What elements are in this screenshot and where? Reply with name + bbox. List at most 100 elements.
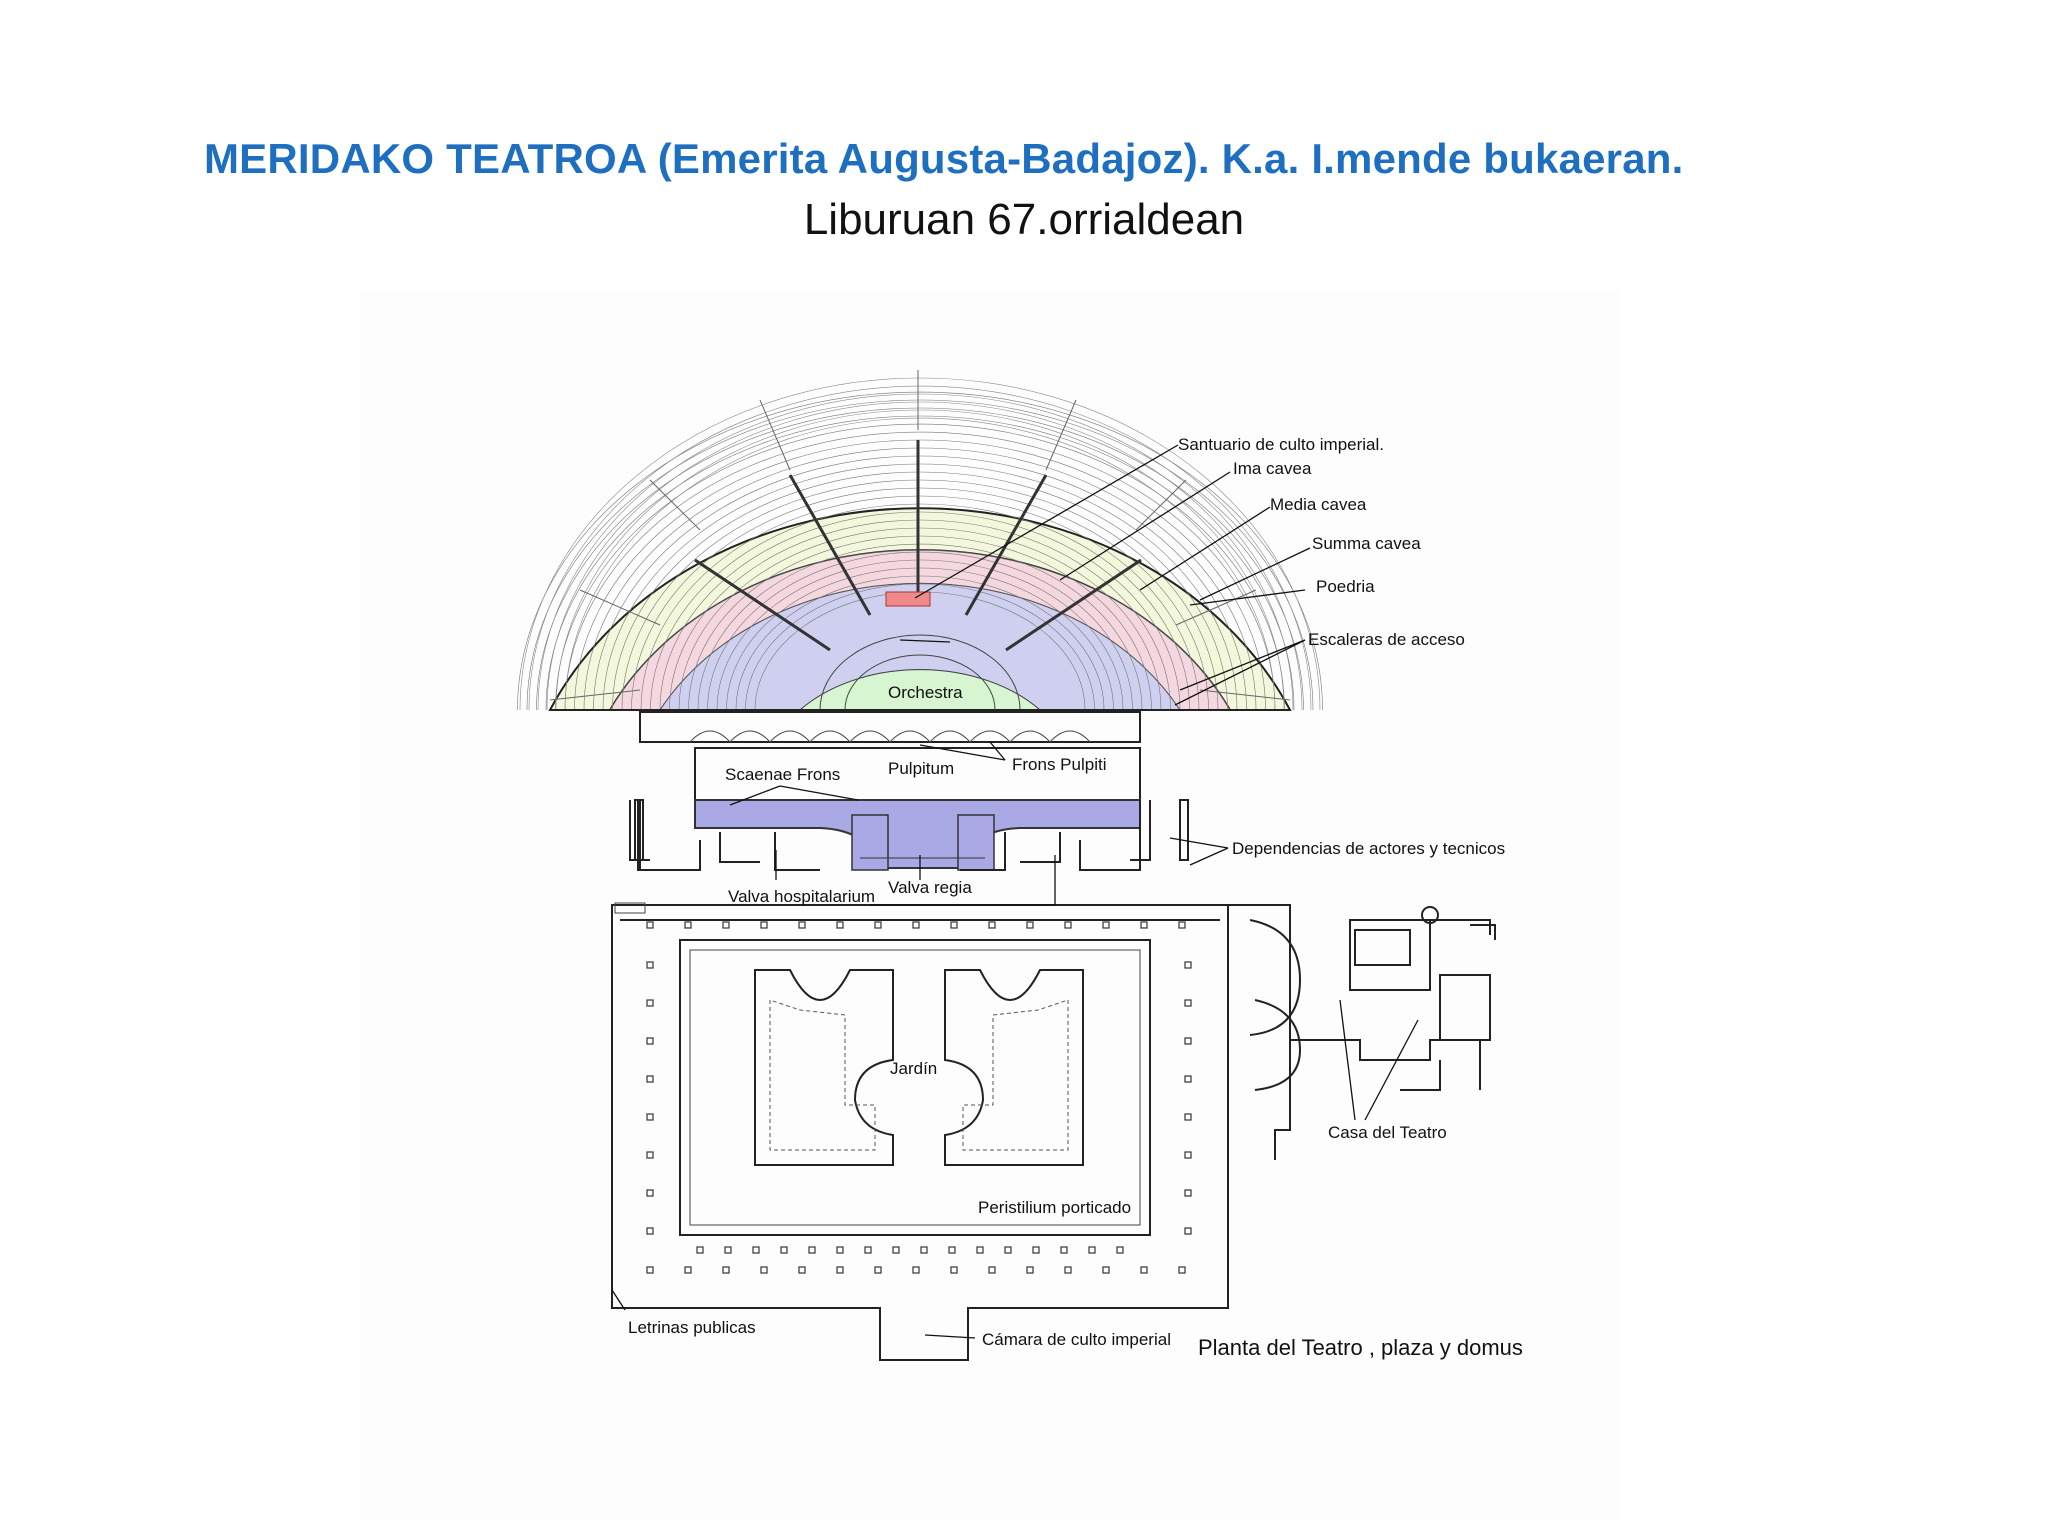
seating-row bbox=[659, 511, 1181, 711]
column bbox=[950, 921, 958, 929]
column bbox=[836, 1266, 844, 1274]
column bbox=[1116, 1246, 1124, 1254]
seating-row bbox=[726, 567, 1114, 711]
column bbox=[646, 1266, 654, 1274]
label-planta: Planta del Teatro , plaza y domus bbox=[1198, 1335, 1523, 1360]
seating-row bbox=[735, 575, 1105, 711]
casa-del-teatro bbox=[1228, 904, 1496, 1160]
column bbox=[864, 1246, 872, 1254]
seating-row bbox=[602, 463, 1238, 711]
seating-rows bbox=[517, 377, 1323, 711]
sanctuary bbox=[885, 591, 931, 607]
orchestra bbox=[798, 669, 1042, 711]
column bbox=[1184, 1227, 1192, 1235]
column bbox=[646, 1189, 654, 1197]
column bbox=[1026, 921, 1034, 929]
seating-row bbox=[650, 503, 1190, 711]
column bbox=[1140, 921, 1148, 929]
column bbox=[722, 921, 730, 929]
seating-row bbox=[545, 415, 1295, 711]
outer-radials bbox=[549, 370, 1291, 701]
seating-row bbox=[555, 423, 1285, 711]
column bbox=[976, 1246, 984, 1254]
cavea bbox=[517, 370, 1323, 711]
column bbox=[1060, 1246, 1068, 1254]
column bbox=[1140, 1266, 1148, 1274]
seating-row bbox=[745, 583, 1095, 711]
column bbox=[920, 1246, 928, 1254]
seating-row bbox=[574, 439, 1266, 711]
seating-row bbox=[707, 551, 1133, 711]
column bbox=[1026, 1266, 1034, 1274]
column bbox=[684, 921, 692, 929]
garden bbox=[754, 969, 1084, 1166]
label-jardin: Jardín bbox=[890, 1059, 937, 1078]
column bbox=[1184, 1189, 1192, 1197]
label-casa-del-teatro: Casa del Teatro bbox=[1328, 1123, 1447, 1142]
column bbox=[836, 921, 844, 929]
column bbox=[646, 999, 654, 1007]
label-pulpitum: Pulpitum bbox=[888, 759, 954, 778]
label-ima-cavea: Ima cavea bbox=[1233, 459, 1312, 478]
label-frons-pulpiti: Frons Pulpiti bbox=[1012, 755, 1106, 774]
label-letrinas: Letrinas publicas bbox=[628, 1318, 756, 1337]
column bbox=[1184, 999, 1192, 1007]
column bbox=[760, 1266, 768, 1274]
column bbox=[684, 1266, 692, 1274]
column bbox=[1184, 1037, 1192, 1045]
column bbox=[1102, 921, 1110, 929]
column bbox=[760, 921, 768, 929]
column bbox=[874, 921, 882, 929]
column bbox=[646, 1151, 654, 1159]
seating-row bbox=[546, 401, 1294, 711]
column bbox=[722, 1266, 730, 1274]
column bbox=[988, 921, 996, 929]
diagram-labels: Santuario de culto imperial. Ima cavea M… bbox=[628, 435, 1523, 1360]
column bbox=[646, 1113, 654, 1121]
label-valva-hospitalarium: Valva hospitalarium bbox=[728, 887, 875, 906]
seating-row bbox=[583, 447, 1257, 711]
seating-row bbox=[612, 471, 1228, 711]
seating-row bbox=[593, 455, 1247, 711]
seating-row bbox=[669, 519, 1171, 711]
seating-row bbox=[564, 417, 1276, 711]
seating-row bbox=[564, 431, 1276, 711]
column bbox=[798, 1266, 806, 1274]
column bbox=[1178, 1266, 1186, 1274]
column bbox=[1004, 1246, 1012, 1254]
seating-row bbox=[697, 543, 1143, 711]
seating-row bbox=[517, 391, 1323, 711]
columns bbox=[646, 921, 1192, 1274]
column bbox=[1064, 1266, 1072, 1274]
column bbox=[1032, 1246, 1040, 1254]
seating-row bbox=[528, 385, 1312, 711]
seating-row bbox=[688, 535, 1152, 711]
seating-row bbox=[716, 559, 1124, 711]
column bbox=[724, 1246, 732, 1254]
label-dependencias: Dependencias de actores y tecnicos bbox=[1232, 839, 1505, 858]
seating-row bbox=[678, 527, 1162, 711]
seating-row bbox=[631, 487, 1209, 711]
seating-row bbox=[536, 407, 1304, 711]
seating-row bbox=[519, 377, 1321, 711]
column bbox=[1184, 1113, 1192, 1121]
column bbox=[1184, 1151, 1192, 1159]
column bbox=[780, 1246, 788, 1254]
column bbox=[1184, 1075, 1192, 1083]
column bbox=[892, 1246, 900, 1254]
column bbox=[912, 1266, 920, 1274]
column bbox=[1184, 961, 1192, 969]
label-media-cavea: Media cavea bbox=[1270, 495, 1367, 514]
column bbox=[836, 1246, 844, 1254]
column bbox=[646, 961, 654, 969]
column bbox=[798, 921, 806, 929]
peristyle bbox=[611, 902, 1229, 1361]
seating-row bbox=[537, 393, 1303, 711]
label-santuario: Santuario de culto imperial. bbox=[1178, 435, 1384, 454]
column bbox=[950, 1266, 958, 1274]
scaenae-building bbox=[629, 711, 1189, 871]
radial-stairs bbox=[694, 440, 1142, 652]
column bbox=[808, 1246, 816, 1254]
column bbox=[1064, 921, 1072, 929]
column bbox=[696, 1246, 704, 1254]
